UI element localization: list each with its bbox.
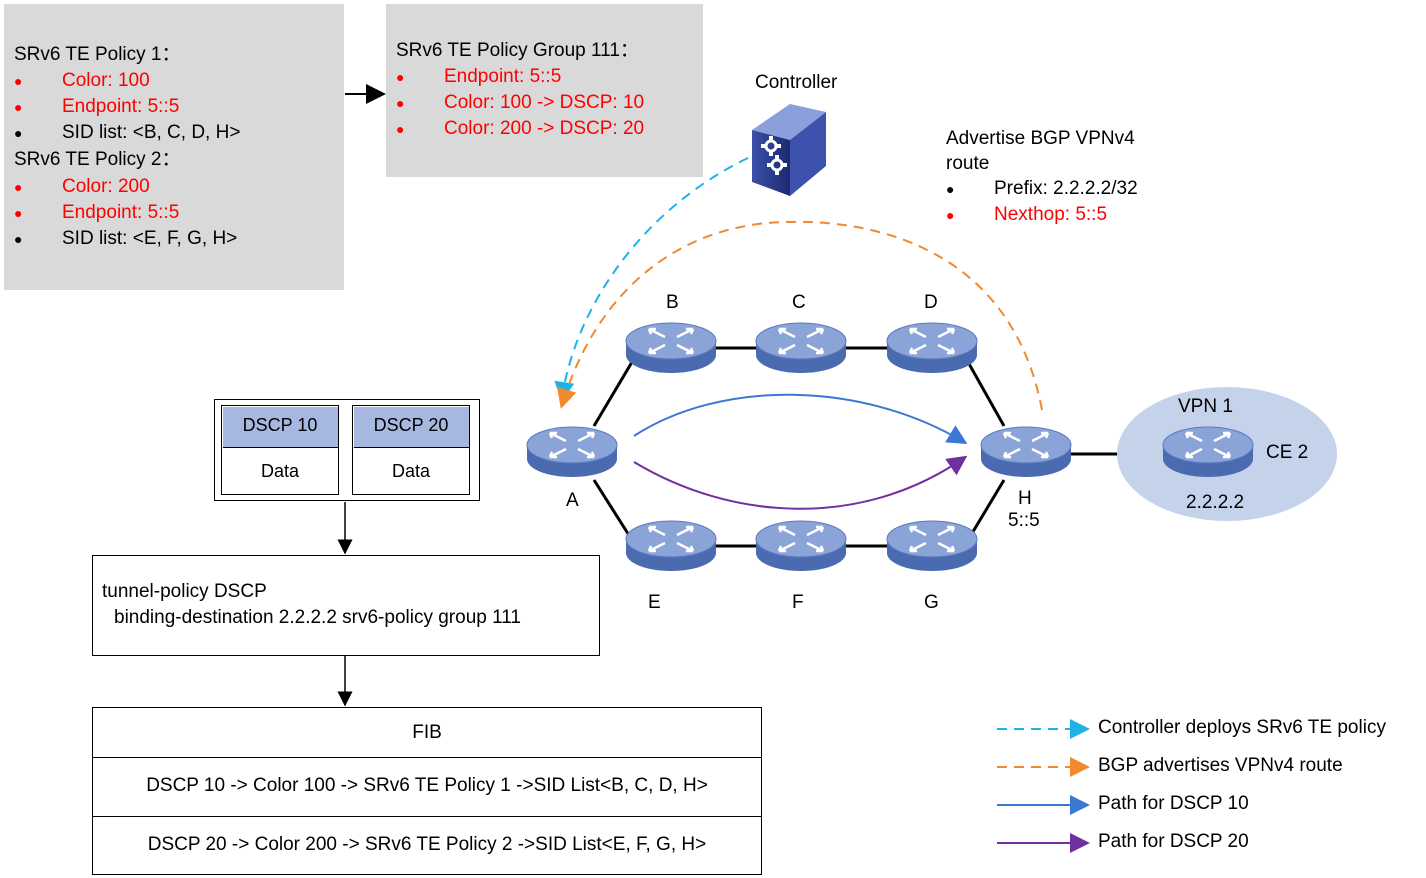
bgp-advert-line1: Advertise BGP VPNv4: [946, 128, 1135, 149]
packet-header-dscp20-text: DSCP 20: [373, 415, 449, 435]
bullet-text: Endpoint: 5::5: [444, 66, 562, 87]
bgp-advert-line2: route: [946, 153, 990, 174]
bgp-advert-arrow: [557, 220, 1043, 411]
router-icon-g: [886, 520, 978, 571]
bullet-dot: ●: [396, 121, 405, 137]
tunnel-policy-box: [92, 555, 600, 656]
bullet-text: Color: 100: [62, 70, 150, 91]
router-label-d: D: [924, 292, 938, 313]
policy1-title: SRv6 TE Policy 1：: [14, 44, 181, 65]
topology-links: [592, 346, 1164, 548]
packet-header-dscp20: [353, 406, 469, 448]
router-icon-d: [886, 322, 978, 373]
bullet-dot: ●: [946, 207, 955, 223]
vpn-name: VPN 1: [1178, 396, 1233, 417]
ce-label: CE 2: [1266, 442, 1309, 463]
router-icon-ce: [1162, 426, 1254, 477]
bullet-text: Endpoint: 5::5: [62, 202, 180, 223]
packet-header-dscp10: [222, 406, 338, 448]
packet-payload-1: Data: [260, 461, 300, 481]
tunnel-policy-line1: tunnel-policy DSCP: [102, 581, 267, 602]
fib-table: [92, 707, 762, 875]
router-icon-a: [526, 426, 618, 477]
router-icon-b: [625, 322, 717, 373]
bullet-text: Color: 200 -> DSCP: 20: [444, 118, 645, 139]
dscp20-path: [633, 455, 968, 510]
fib-title: FIB: [412, 722, 442, 743]
bullet-text: SID list: <B, C, D, H>: [62, 122, 241, 143]
bullet-text: Color: 100 -> DSCP: 10: [444, 92, 645, 113]
packet-header-dscp10-text: DSCP 10: [242, 415, 318, 435]
tunnel-policy-line2: binding-destination 2.2.2.2 srv6-policy …: [114, 607, 521, 628]
router-h-address: 5::5: [1008, 510, 1040, 531]
bullet-dot: ●: [14, 73, 23, 89]
bullet-text: Nexthop: 5::5: [994, 204, 1108, 225]
dscp10-path: [633, 393, 968, 445]
router-label-e: E: [648, 592, 661, 613]
legend-label-2: Path for DSCP 10: [1098, 793, 1249, 814]
fib-divider-2: [93, 816, 761, 817]
router-label-f: F: [792, 592, 804, 613]
controller-deploy-arrow: [554, 157, 749, 402]
bullet-text: Prefix: 2.2.2.2/32: [994, 178, 1138, 199]
policies-box: [4, 4, 344, 290]
legend-label-3: Path for DSCP 20: [1098, 831, 1249, 852]
legend-label-1: BGP advertises VPNv4 route: [1098, 755, 1343, 776]
bullet-text: SID list: <E, F, G, H>: [62, 228, 238, 249]
server-gear-icon: [752, 104, 826, 196]
router-icon-f: [755, 520, 847, 571]
bullet-text: Color: 200: [62, 176, 150, 197]
router-label-a: A: [566, 490, 579, 511]
vpn-address: 2.2.2.2: [1186, 492, 1245, 513]
router-icon-e: [625, 520, 717, 571]
router-label-g: G: [924, 592, 939, 613]
fib-divider-1: [93, 757, 761, 758]
policy2-title: SRv6 TE Policy 2：: [14, 149, 181, 170]
bullet-text: Endpoint: 5::5: [62, 96, 180, 117]
fib-row-2: DSCP 20 -> Color 200 -> SRv6 TE Policy 2…: [147, 834, 707, 855]
router-label-h: H: [1018, 488, 1032, 509]
packet-payload-2: Data: [391, 461, 431, 481]
controller-label: Controller: [755, 72, 838, 93]
router-icon-c: [755, 322, 847, 373]
bullet-dot: ●: [14, 99, 23, 115]
router-label-b: B: [666, 292, 679, 313]
bullet-dot: ●: [14, 205, 23, 221]
bullet-dot: ●: [14, 125, 23, 141]
fib-row-1: DSCP 10 -> Color 100 -> SRv6 TE Policy 1…: [146, 775, 708, 796]
bullet-dot: ●: [396, 95, 405, 111]
router-label-c: C: [792, 292, 806, 313]
bullet-dot: ●: [396, 69, 405, 85]
router-icon-h: [980, 426, 1072, 477]
bullet-dot: ●: [14, 179, 23, 195]
legend-label-0: Controller deploys SRv6 TE policy: [1098, 717, 1386, 738]
policy-group-box: [386, 4, 703, 177]
legend-lines: [997, 719, 1090, 853]
bullet-dot: ●: [14, 231, 23, 247]
bullet-dot: ●: [946, 181, 955, 197]
routers: [526, 322, 1254, 571]
policy-group-title: SRv6 TE Policy Group 111：: [396, 40, 639, 61]
